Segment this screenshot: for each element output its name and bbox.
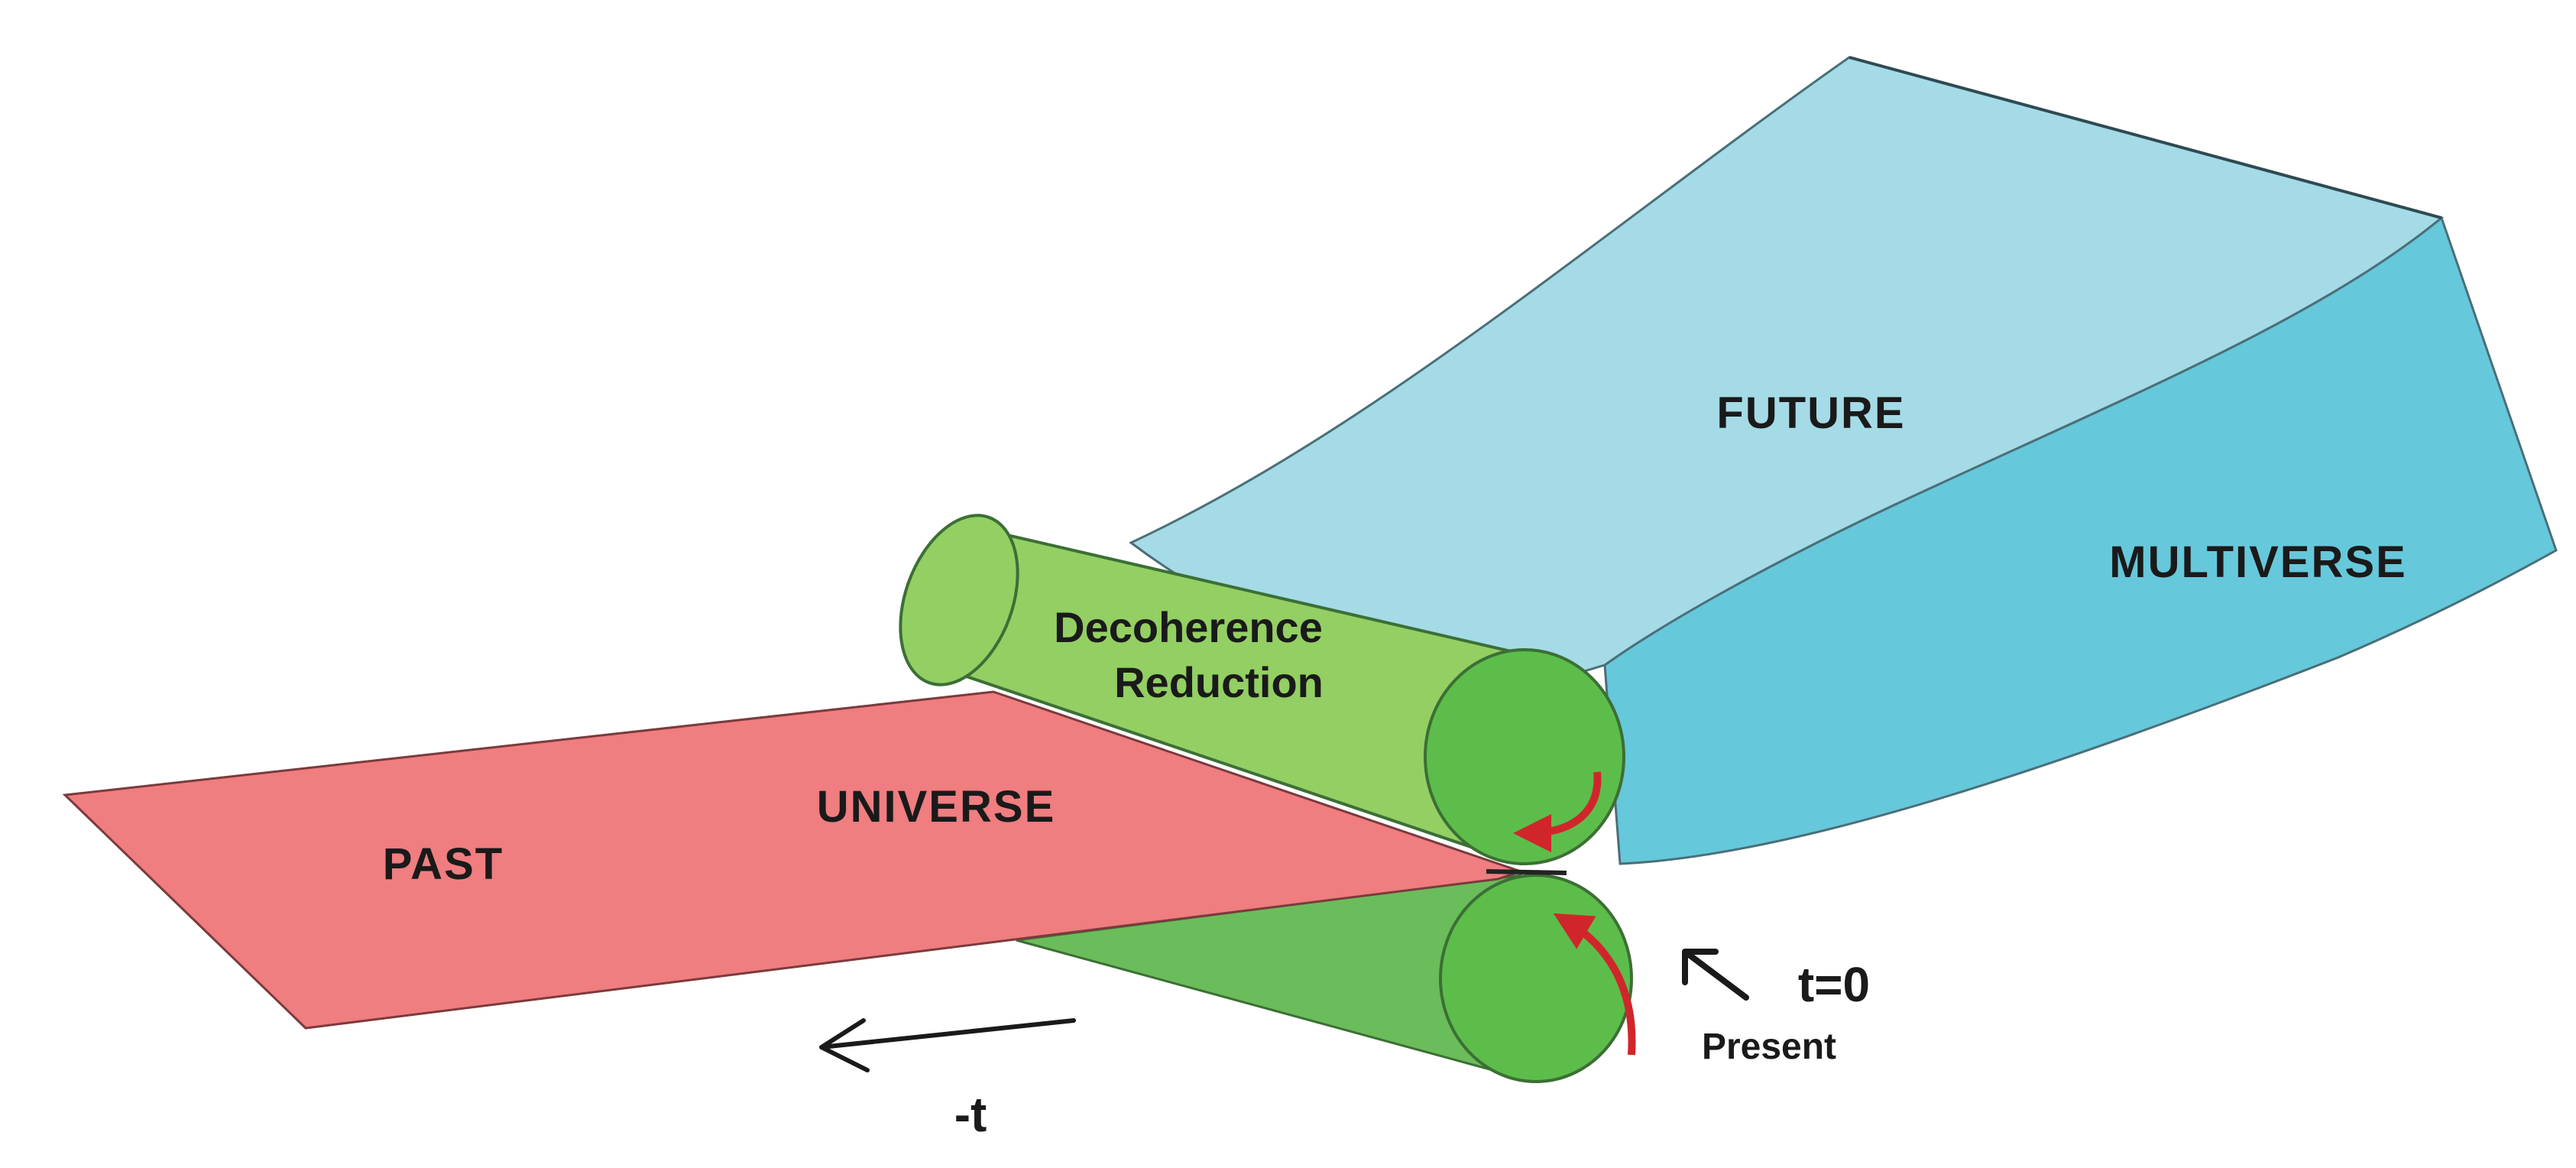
past-label: PAST: [383, 839, 504, 889]
bottom-roller: [1439, 874, 1633, 1083]
top-rotation-arrow-icon: [1513, 771, 1602, 852]
present-pointer-arrow-icon: [1682, 949, 1749, 1001]
t-zero-label: t=0: [1798, 957, 1870, 1012]
top-roller-face: [1424, 648, 1625, 865]
nip-line: [1486, 869, 1567, 875]
multiverse-top-edge: [1849, 56, 2442, 219]
universe-label: UNIVERSE: [817, 782, 1056, 832]
bottom-rotation-arrow-icon: [1553, 913, 1636, 1056]
minus-t-arrow-icon: [819, 1018, 1076, 1072]
present-label: Present: [1702, 1027, 1836, 1067]
top-roller-back-cap: [899, 514, 1019, 686]
reduction-label: Reduction: [1114, 658, 1324, 706]
multiverse-label: MULTIVERSE: [2109, 537, 2407, 587]
past-sheet: [62, 690, 1525, 1030]
future-label: FUTURE: [1716, 388, 1905, 438]
minus-t-label: -t: [954, 1087, 987, 1142]
decoherence-label: Decoherence: [1054, 603, 1323, 651]
